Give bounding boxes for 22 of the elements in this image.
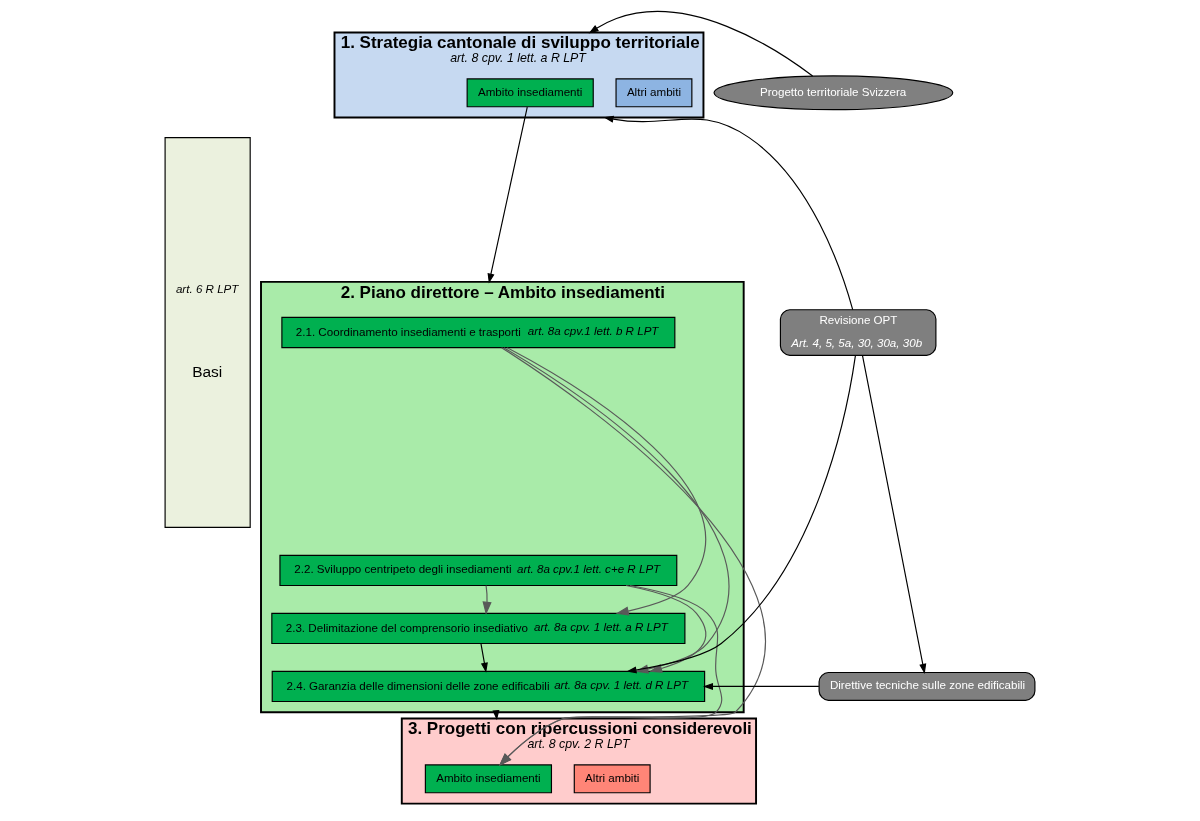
node-ellipse: Progetto territoriale Svizzera <box>713 75 954 111</box>
node-box: 2.2. Sviluppo centripeto degli insediamenti art. 8a cpv.1 lett. c+e R LPT <box>279 554 678 587</box>
node-box: Direttive tecniche sulle zone edificabili <box>818 671 1036 701</box>
arrow <box>482 585 492 615</box>
node-box: Revisione OPT Art. 4, 5, 5a, 30, 30a, 30b <box>779 309 937 356</box>
arrow <box>588 11 814 77</box>
node-box: Ambito insediamenti <box>424 764 553 794</box>
arrow <box>498 584 723 766</box>
arrow <box>702 682 820 690</box>
arrow <box>861 355 927 674</box>
node-box: Ambito insediamenti <box>466 78 594 108</box>
node-box: art. 6 R LPT Basi <box>164 137 251 529</box>
arrow <box>498 347 766 766</box>
arrow <box>506 347 707 616</box>
node-box: 2.3. Delimitazione del comprensorio insediativo art. 8a cpv. 1 lett. a R LPT <box>271 612 686 645</box>
arrow <box>603 115 854 311</box>
node-box: Altri ambiti <box>615 78 693 108</box>
node-box: Altri ambiti <box>573 764 651 794</box>
node-box: 2.4. Garanzia delle dimensioni delle zone edificabili art. 8a cpv. 1 lett. d R LPT <box>271 670 706 703</box>
arrow <box>480 643 488 673</box>
node-box: 2.1. Coordinamento insediamenti e trasporti art. 8a cpv.1 lett. b R LPT <box>281 316 676 349</box>
arrow <box>487 106 528 284</box>
